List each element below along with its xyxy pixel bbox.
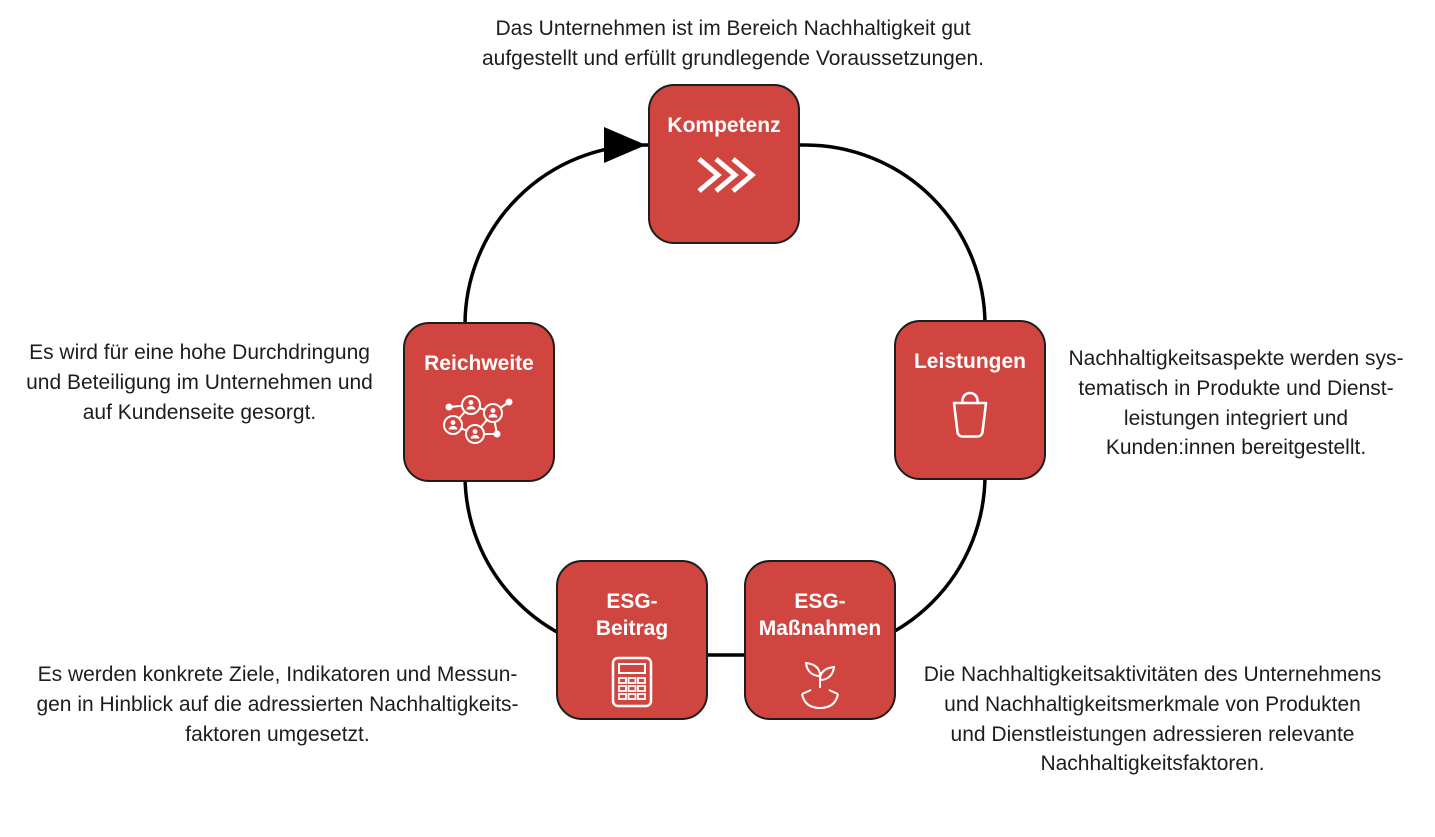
node-label: ESG- Beitrag <box>595 590 669 641</box>
arrowhead-icon <box>604 127 646 163</box>
annotation-kompetenz: Das Unternehmen ist im Bereich Nachhalti… <box>481 17 985 70</box>
node-leistungen: Leistungen <box>894 320 1046 480</box>
node-label: Leistungen <box>913 350 1026 373</box>
annotation-reichweite: Es wird für eine hohe Durchdringung und … <box>26 341 373 424</box>
node-label: Reichweite <box>424 352 534 375</box>
annotation-leistungen: Nachhaltigkeitsaspekte werden sys- temat… <box>1068 347 1404 460</box>
node-esg-beitrag: ESG- Beitrag <box>556 560 708 720</box>
hand-plant-icon <box>801 661 839 709</box>
node-kompetenz: Kompetenz <box>648 84 800 244</box>
annotation-esg-beitrag: Es werden konkrete Ziele, Indikatoren un… <box>36 663 519 746</box>
node-label: ESG- Maßnahmen <box>758 590 882 641</box>
node-esg-massnahmen: ESG- Maßnahmen <box>744 560 896 720</box>
node-label: Kompetenz <box>667 114 781 137</box>
annotation-esg-massnahmen: Die Nachhaltigkeitsaktivitäten des Unter… <box>923 663 1382 776</box>
chevrons-icon <box>697 157 756 194</box>
calculator-icon <box>611 656 653 707</box>
node-reichweite: Reichweite <box>403 322 555 482</box>
network-icon <box>443 395 513 445</box>
shopping-bag-icon <box>952 392 988 439</box>
